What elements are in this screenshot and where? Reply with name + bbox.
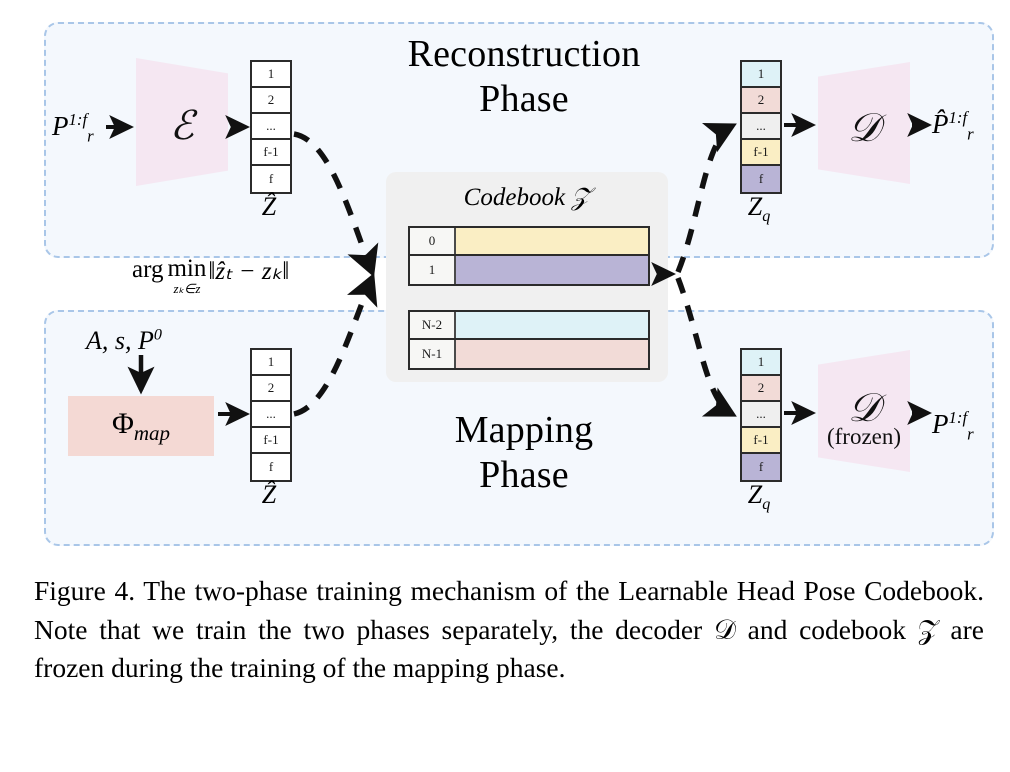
codebook-row-vector	[456, 256, 648, 284]
stack-cell: 1	[252, 350, 290, 376]
phi-base: Φ	[111, 406, 134, 440]
recon-output-superscript: 1:f	[948, 108, 968, 127]
codebook-rows-top: 0 1	[408, 226, 650, 286]
codebook-title: Codebook 𝒵	[463, 184, 591, 211]
mapping-quantized-stack: 1 2 ... f-1 f	[740, 348, 782, 482]
stack-cell: f	[742, 454, 780, 480]
decoder-trapezoid-reconstruction	[818, 62, 910, 184]
zq-subscript: q	[762, 208, 771, 226]
decoder-frozen-note: (frozen)	[826, 424, 902, 449]
codebook-row-index: 1	[410, 256, 456, 284]
stack-cell: f-1	[742, 140, 780, 166]
mapping-output-label: P1:fr	[932, 408, 974, 444]
encoder-trapezoid	[136, 58, 228, 186]
stack-cell: ...	[252, 114, 290, 140]
zq-base: Z	[747, 192, 763, 221]
reconstruction-phase-title: Reconstruction Phase	[407, 33, 641, 120]
decoder-symbol-mapping: 𝒟	[848, 385, 880, 430]
stack-cell: ...	[742, 114, 780, 140]
recon-quantized-stack-label: Zq	[714, 192, 804, 226]
zq-subscript: q	[762, 496, 771, 514]
codebook-row: 1	[410, 256, 648, 284]
formula-min-stack: min zₖ∈z	[167, 256, 206, 295]
recon-input-label: P1:fr	[52, 110, 94, 146]
mapping-input-label: A, s, P0	[86, 326, 162, 356]
mapping-latent-stack-label: Ẑ	[261, 480, 277, 509]
recon-quantized-stack: 1 2 ... f-1 f	[740, 60, 782, 194]
mapping-input-superscript: 0	[153, 326, 162, 344]
codebook-row: N-2	[410, 312, 648, 340]
formula-min: min	[167, 255, 207, 282]
codebook-row: 0	[410, 228, 648, 256]
zq-base: Z	[747, 480, 763, 509]
recon-latent-stack-label: Ẑ	[261, 192, 277, 221]
stack-cell: f-1	[742, 428, 780, 454]
codebook-row-vector	[456, 312, 648, 338]
mapping-phase-title: Mapping Phase	[454, 409, 594, 496]
recon-input-superscript: 1:f	[68, 110, 88, 129]
stack-cell: ...	[742, 402, 780, 428]
formula-norm: ‖ẑₜ − zₖ‖	[208, 258, 290, 285]
mapping-output-superscript: 1:f	[948, 408, 968, 427]
stack-cell: 1	[742, 350, 780, 376]
decoder-trapezoid-mapping	[818, 350, 910, 472]
recon-output-base: P̂	[932, 109, 949, 139]
stack-cell: ...	[252, 402, 290, 428]
formula-arg: arg	[132, 256, 164, 283]
recon-input-subscript: r	[87, 126, 94, 146]
codebook-rows-bottom: N-2 N-1	[408, 310, 650, 370]
codebook-row-index: N-1	[410, 340, 456, 368]
codebook-row-vector	[456, 340, 648, 368]
formula-min-domain: zₖ∈z	[173, 281, 201, 296]
decoder-symbol-reconstruction: 𝒟	[848, 105, 880, 150]
stack-cell: 2	[742, 88, 780, 114]
stack-cell: 2	[742, 376, 780, 402]
codebook-row: N-1	[410, 340, 648, 368]
stack-cell: 2	[252, 376, 290, 402]
phi-subscript: map	[133, 420, 171, 445]
codebook-row-index: 0	[410, 228, 456, 254]
mapping-latent-stack: 1 2 ... f-1 f	[250, 348, 292, 482]
codebook-row-index: N-2	[410, 312, 456, 338]
mapping-quantized-stack-label: Zq	[714, 480, 804, 514]
figure-caption: Figure 4. The two-phase training mechani…	[34, 575, 984, 683]
mapping-output-subscript: r	[967, 424, 974, 444]
stack-cell: 1	[252, 62, 290, 88]
stack-cell: f-1	[252, 428, 290, 454]
encoder-symbol: ℰ	[169, 103, 195, 148]
stack-cell: f	[742, 166, 780, 192]
codebook-container: Codebook 𝒵 0 1 N-2 N-1	[386, 172, 668, 382]
stack-cell: f-1	[252, 140, 290, 166]
recon-input-base: P	[52, 111, 69, 141]
stack-cell: f	[268, 171, 274, 186]
recon-latent-stack: 1 2 ... f-1 f	[250, 60, 292, 194]
mapping-input-base: A, s, P	[86, 326, 154, 355]
stack-cell: 2	[252, 88, 290, 114]
recon-output-label: P̂1:fr	[932, 108, 974, 144]
codebook-row-vector	[456, 228, 648, 254]
quantization-formula: arg min zₖ∈z ‖ẑₜ − zₖ‖	[132, 256, 289, 295]
stack-cell: f	[268, 459, 274, 474]
stack-cell: 1	[742, 62, 780, 88]
recon-output-subscript: r	[967, 124, 974, 144]
mapping-network-box: Φmap	[68, 396, 214, 456]
mapping-network-label: Φmap	[112, 407, 170, 446]
mapping-output-base: P	[932, 409, 949, 439]
